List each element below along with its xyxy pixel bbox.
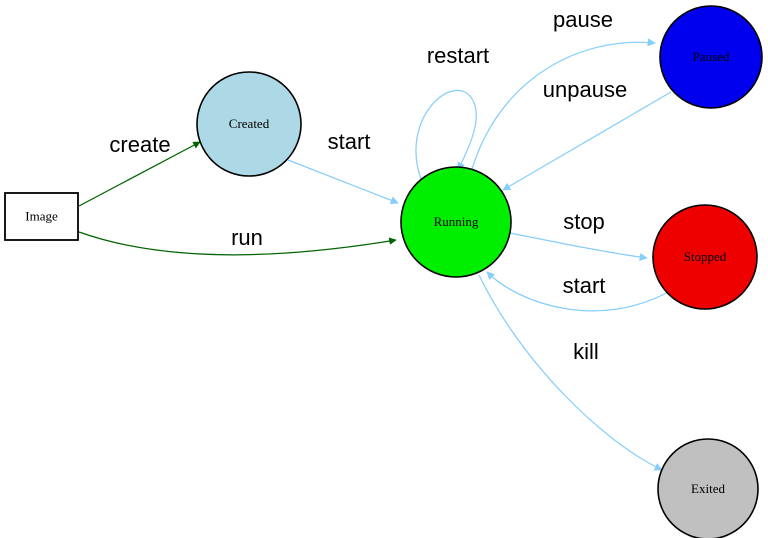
edge-label-start-created: start: [328, 129, 371, 154]
edge-create-path: [78, 141, 201, 207]
node-stopped[interactable]: Stopped: [652, 204, 758, 310]
node-stopped-label: Stopped: [684, 249, 727, 264]
edge-label-run: run: [231, 225, 263, 250]
edge-unpause[interactable]: unpause: [502, 77, 672, 191]
edge-stop-path: [509, 232, 648, 262]
edge-label-pause: pause: [553, 7, 613, 32]
node-exited-circle: [657, 438, 759, 538]
node-running-circle: [400, 166, 512, 278]
node-created-circle: [196, 71, 302, 177]
edge-start-created-path: [287, 159, 399, 205]
node-created[interactable]: Created: [196, 71, 302, 177]
edge-label-stop: stop: [563, 209, 605, 234]
edge-pause[interactable]: pause: [471, 7, 656, 170]
edge-label-create: create: [109, 132, 170, 157]
node-paused[interactable]: Paused: [659, 5, 763, 109]
edge-label-unpause: unpause: [543, 77, 627, 102]
edge-kill[interactable]: kill: [478, 274, 663, 471]
edge-run-path: [78, 231, 397, 256]
edge-label-restart: restart: [427, 43, 489, 68]
edge-start-stopped-path: [486, 271, 671, 312]
edge-start-stopped[interactable]: start: [486, 271, 671, 312]
edge-label-start-stopped: start: [563, 273, 606, 298]
node-image-label: Image: [25, 208, 58, 223]
node-image-rect: [4, 192, 79, 241]
edge-run[interactable]: run: [78, 225, 397, 256]
edge-start-created[interactable]: start: [287, 129, 399, 205]
node-image[interactable]: Image: [4, 192, 79, 241]
node-running-label: Running: [434, 214, 479, 229]
edge-stop[interactable]: stop: [509, 209, 648, 262]
node-running[interactable]: Running: [400, 166, 512, 278]
edge-unpause-path: [502, 91, 672, 191]
edge-restart[interactable]: restart: [415, 43, 489, 180]
node-created-label: Created: [229, 116, 270, 131]
edge-create[interactable]: create: [78, 132, 201, 207]
edge-label-kill: kill: [573, 339, 599, 364]
edge-restart-path: [415, 89, 477, 180]
node-exited-label: Exited: [691, 481, 725, 496]
edge-pause-path: [471, 38, 656, 170]
edge-kill-path: [478, 274, 663, 471]
node-paused-circle: [659, 5, 763, 109]
node-paused-label: Paused: [693, 49, 730, 64]
node-exited[interactable]: Exited: [657, 438, 759, 538]
node-stopped-circle: [652, 204, 758, 310]
